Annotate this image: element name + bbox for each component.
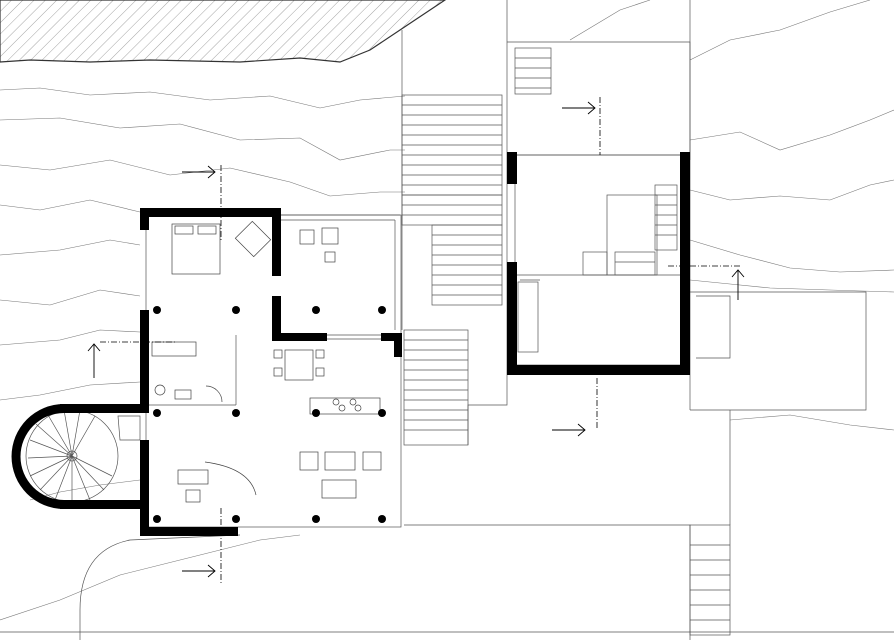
contour-lines <box>0 0 894 621</box>
column <box>232 306 240 314</box>
hatched-terrain <box>0 0 447 63</box>
spiral-stair <box>25 409 141 503</box>
exterior-stairs <box>401 47 731 636</box>
column <box>312 306 320 314</box>
column <box>232 409 240 417</box>
column <box>378 409 386 417</box>
column <box>153 515 161 523</box>
column <box>153 409 161 417</box>
column <box>378 306 386 314</box>
column <box>312 409 320 417</box>
column <box>153 306 161 314</box>
section-markers <box>87 97 745 585</box>
right-building <box>514 154 684 366</box>
main-house-walls <box>11 208 402 536</box>
furniture <box>151 220 382 503</box>
structural-columns <box>153 306 386 523</box>
column <box>312 515 320 523</box>
column <box>378 515 386 523</box>
column <box>232 515 240 523</box>
right-building-walls <box>507 152 690 375</box>
